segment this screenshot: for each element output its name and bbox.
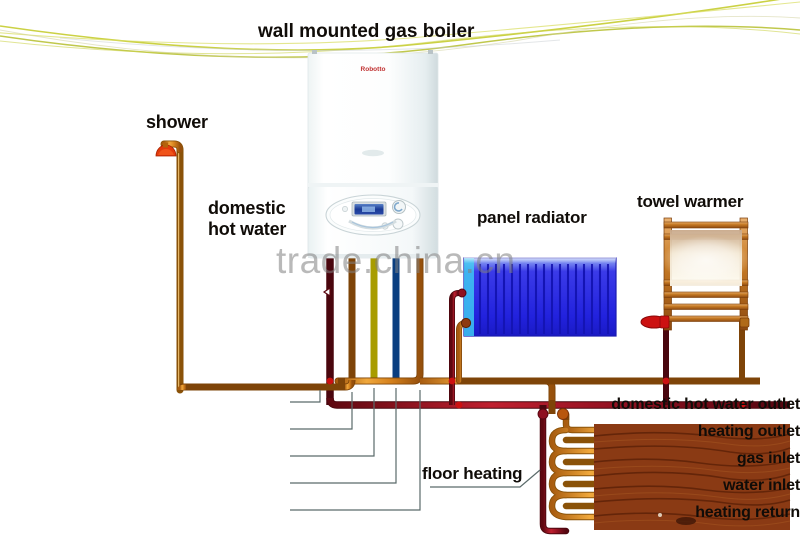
boiler-left-button[interactable] — [342, 206, 348, 212]
label-floor-heating: floor heating — [422, 464, 523, 483]
boiler-brand-label: Robotto — [361, 66, 386, 73]
floor-heating — [537, 400, 791, 535]
leader-floor-heating — [430, 469, 541, 488]
wall-mounted-gas-boiler: Robotto — [307, 50, 439, 259]
shower-supply-pipe — [160, 140, 184, 394]
callout-leader-lines — [290, 388, 541, 511]
watermark: trade.china.cn — [276, 240, 516, 281]
label-shower: shower — [146, 112, 208, 132]
callout-water-inlet: water inlet — [723, 477, 800, 494]
wood-floor-panel — [594, 424, 790, 530]
callout-gas-inlet: gas inlet — [736, 450, 800, 467]
radiator-valve-top — [457, 288, 467, 298]
boiler-control-panel[interactable] — [325, 194, 421, 236]
label-domestic-hot-water-line2: hot water — [208, 219, 287, 239]
label-domestic-hot-water-line1: domestic — [208, 198, 286, 218]
pipe-branch-risers — [449, 290, 745, 405]
floor-heating-valve-supply — [557, 408, 569, 420]
label-towel-warmer: towel warmer — [637, 192, 744, 211]
towel-warmer-valve-right — [739, 317, 750, 328]
wall-line — [59, 37, 561, 52]
page-title: wall mounted gas boiler — [258, 21, 475, 42]
pressure-relief-valve — [322, 286, 331, 298]
pipe-heating-outlet — [334, 254, 424, 385]
leader-heating-outlet — [290, 392, 353, 430]
panel-radiator — [457, 256, 617, 337]
floor-heating-valve-return — [537, 408, 549, 420]
label-domestic-hot-water: domestic hot water — [208, 198, 286, 240]
pipe-dhw-to-shower — [177, 379, 356, 391]
callout-heating-return: heating return — [695, 504, 800, 521]
radiator-valve-bottom — [460, 317, 472, 329]
callout-domestic-hot-water-outlet: domestic hot water outlet — [611, 396, 800, 413]
leader-heating-return — [290, 390, 421, 511]
towel-warmer — [640, 217, 750, 331]
pipe-heating-flow-main — [338, 377, 760, 400]
leader-water-inlet — [290, 388, 397, 484]
callout-heating-outlet: heating outlet — [697, 423, 800, 440]
leader-domestic-hot-water-outlet — [290, 390, 321, 403]
shower-head — [155, 142, 177, 157]
leader-gas-inlet — [290, 388, 375, 457]
label-panel-radiator: panel radiator — [477, 208, 587, 227]
pipe-heating-return-main — [326, 397, 790, 409]
